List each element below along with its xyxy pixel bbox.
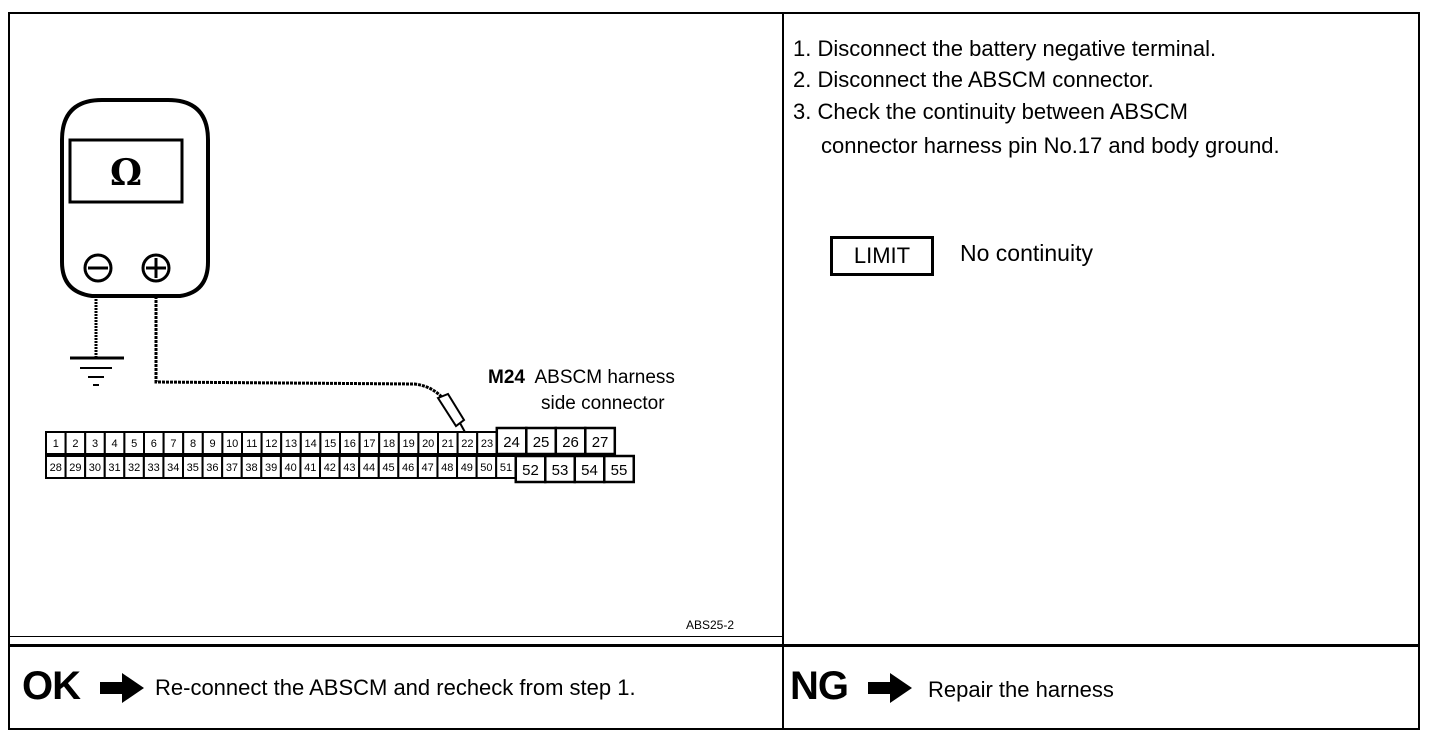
connector-pin-label: 15 — [324, 438, 336, 450]
step-1: 1. Disconnect the battery negative termi… — [793, 36, 1217, 61]
positive-terminal-icon — [141, 253, 171, 283]
connector-label-line2: side connector — [541, 393, 665, 414]
connector-pin-label: 27 — [592, 434, 609, 451]
connector-label-line1: M24 ABSCM harness — [488, 367, 675, 389]
connector-pin-label: 29 — [69, 462, 81, 474]
connector-pin-label: 33 — [148, 462, 160, 474]
connector-pin-label: 13 — [285, 438, 297, 450]
connector-pin-cell — [495, 426, 528, 456]
connector-pin-label: 44 — [363, 462, 375, 474]
ng-arrow-icon — [868, 673, 912, 703]
connector-pin-label: 25 — [533, 434, 550, 451]
connector-pin-label: 2 — [72, 438, 78, 450]
connector-pin-cell — [544, 454, 577, 484]
connector-pin-label: 35 — [187, 462, 199, 474]
connector-pin-label: 36 — [206, 462, 218, 474]
connector-pin-label: 3 — [92, 438, 98, 450]
figure-code: ABS25-2 — [686, 618, 735, 632]
connector-pin-label: 10 — [226, 438, 238, 450]
connector-pin-label: 26 — [562, 434, 579, 451]
connector-pin-label: 53 — [552, 462, 569, 479]
ok-text: Re-connect the ABSCM and recheck from st… — [155, 675, 636, 700]
connector-pin-label: 46 — [402, 462, 414, 474]
connector-pin-label: 20 — [422, 438, 434, 450]
page-frame — [8, 12, 1420, 730]
step-3: 3. Check the continuity between ABSCM — [793, 99, 1188, 124]
connector-pin-label: 8 — [190, 438, 196, 450]
connector-pin-label: 39 — [265, 462, 277, 474]
connector-pin-label: 48 — [441, 462, 453, 474]
limit-value: No continuity — [960, 240, 1093, 266]
connector-pin-label: 38 — [245, 462, 257, 474]
connector-pin-label: 12 — [265, 438, 277, 450]
connector-pin-label: 40 — [285, 462, 297, 474]
connector-pin-label: 14 — [304, 438, 316, 450]
connector-pin-cell — [573, 454, 606, 484]
connector-pin-label: 7 — [170, 438, 176, 450]
connector-pin-label: 4 — [112, 438, 118, 450]
connector-pin-label: 6 — [151, 438, 157, 450]
connector-pin-label: 22 — [461, 438, 473, 450]
connector-pin-label: 17 — [363, 438, 375, 450]
connector-pin-label: 11 — [246, 438, 257, 450]
connector-pin-label: 50 — [480, 462, 492, 474]
connector-pin-label: 23 — [481, 438, 493, 450]
connector-pin-label: 18 — [383, 438, 395, 450]
column-divider — [782, 12, 784, 730]
connector-pin-label: 54 — [581, 462, 598, 479]
connector-code: M24 — [488, 367, 525, 388]
step-3-continued: connector harness pin No.17 and body gro… — [821, 133, 1280, 158]
connector-pin-label: 31 — [108, 462, 120, 474]
negative-terminal-icon — [83, 253, 113, 283]
connector-pin-label: 19 — [402, 438, 414, 450]
connector-pin-label: 5 — [131, 438, 137, 450]
figure-divider — [8, 636, 784, 637]
connector-pin-cell — [584, 426, 617, 456]
connector-pin-label: 30 — [89, 462, 101, 474]
connector-pin-label: 34 — [167, 462, 179, 474]
connector-pin-label: 37 — [226, 462, 238, 474]
connector-pin-label: 21 — [442, 438, 454, 450]
limit-label: LIMIT — [853, 243, 911, 268]
connector-pin-label: 16 — [344, 438, 356, 450]
step-2: 2. Disconnect the ABSCM connector. — [793, 67, 1154, 92]
ok-mark: OK — [22, 664, 81, 708]
connector-pin-label: 55 — [611, 462, 628, 479]
connector-pin-label: 42 — [324, 462, 336, 474]
ok-arrow-icon — [100, 673, 144, 703]
connector-pin-cell — [554, 426, 587, 456]
ground-lead — [70, 296, 124, 386]
connector-pin-label: 9 — [210, 438, 216, 450]
connector-pin-label: 28 — [50, 462, 62, 474]
probe-icon — [436, 392, 466, 428]
connector-pin-label: 49 — [461, 462, 473, 474]
connector-pin-label: 47 — [422, 462, 434, 474]
result-divider — [8, 644, 1420, 647]
connector-title: ABSCM harness — [534, 367, 675, 388]
meter-display — [68, 138, 184, 204]
positive-lead — [154, 296, 467, 435]
connector-pin-label: 1 — [53, 438, 59, 450]
connector-pin-label: 52 — [522, 462, 539, 479]
connector-pin-label: 45 — [382, 462, 394, 474]
connector-pin-label: 24 — [503, 434, 520, 451]
connector-pin-label: 41 — [304, 462, 316, 474]
ng-text: Repair the harness — [928, 677, 1114, 702]
connector-pin-label: 51 — [500, 462, 512, 474]
ohm-icon: Ω — [110, 152, 142, 194]
connector-pin-label: 43 — [343, 462, 355, 474]
connector-pin-cell — [603, 454, 636, 484]
limit-badge: LIMIT — [830, 236, 934, 276]
ohmmeter: Ω — [60, 98, 210, 298]
ng-mark: NG — [790, 664, 849, 708]
connector-pin-label: 32 — [128, 462, 140, 474]
